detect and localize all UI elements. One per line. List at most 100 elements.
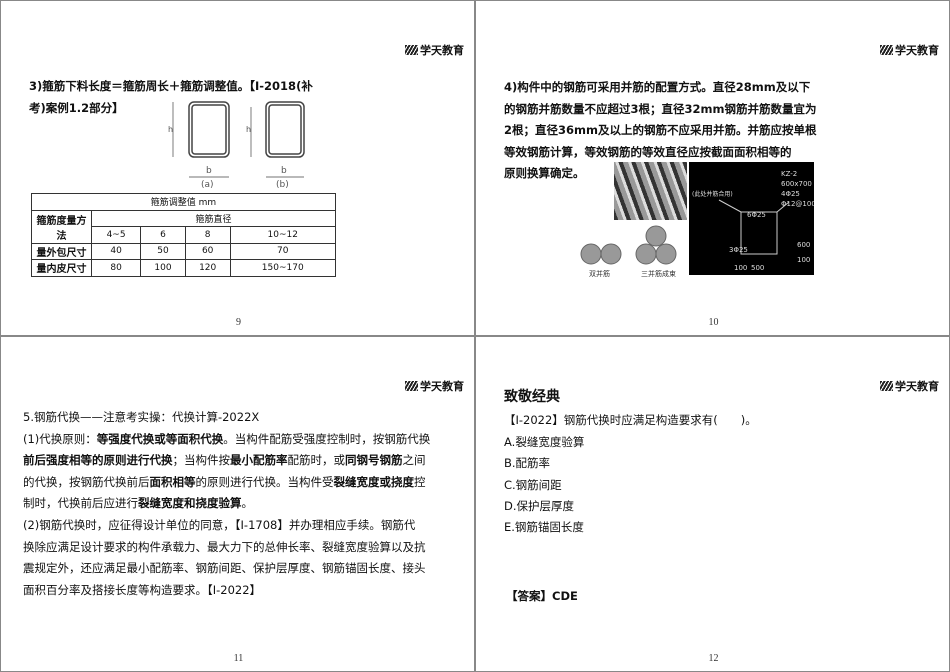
- text-segment: 换除应满足设计要求的构件承载力、最大力下的总伸长率、裂缝宽度验算以及抗: [23, 539, 426, 554]
- cell: 80: [90, 259, 142, 277]
- cell: 150~170: [229, 259, 337, 277]
- text-segment: (1)代换原则：: [23, 431, 97, 446]
- logo-mark-icon: [880, 45, 893, 55]
- text-segment: 的原则进行代换。当构件受: [195, 474, 334, 489]
- text-line: 原则换算确定。: [504, 166, 585, 180]
- dim-h: h: [246, 125, 251, 134]
- page-number: 12: [708, 653, 719, 664]
- text-line: 面积百分率及搭接长度等构造要求。【Ⅰ-2022】: [23, 580, 261, 602]
- col-header: 8: [184, 226, 231, 244]
- col-header: 4~5: [90, 226, 142, 244]
- logo-mark-icon: [880, 381, 893, 391]
- cad-label: 500: [751, 264, 764, 272]
- row-label: 量内皮尺寸: [31, 259, 92, 277]
- cell: 40: [90, 242, 142, 260]
- cell: 50: [140, 242, 186, 260]
- caption-b: (b): [276, 180, 289, 189]
- section-title: 致敬经典: [504, 389, 560, 405]
- text-segment: 控: [414, 474, 426, 489]
- text-segment: 面积相等: [149, 474, 196, 489]
- text-line: 的代换，按钢筋代换前后面积相等的原则进行代换。当构件受裂缝宽度或挠度控: [23, 472, 426, 494]
- logo-mark-icon: [405, 45, 418, 55]
- text-segment: 裂缝宽度或挠度: [333, 474, 415, 489]
- text-segment: 之间: [402, 453, 426, 468]
- column-section-drawing: KZ-2600x7004Φ25Φ12@100(此处并筋合用)6Φ253Φ2510…: [689, 162, 814, 275]
- caption-a: (a): [201, 180, 214, 189]
- cad-label: 4Φ25: [781, 190, 800, 198]
- text-segment: 。当构件配筋受强度控制时，按钢筋代换: [223, 431, 431, 446]
- logo: 学天教育: [880, 378, 939, 394]
- cad-label: 600: [797, 241, 810, 249]
- text-line: (2)钢筋代换时，应征得设计单位的同意，【Ⅰ-1708】并办理相应手续。钢筋代: [23, 515, 415, 537]
- cell: 70: [229, 242, 337, 260]
- text-segment: 面积百分率及搭接长度等构造要求。【Ⅰ-2022】: [23, 582, 262, 597]
- option-e: E.钢筋锚固长度: [504, 520, 584, 534]
- logo-text: 学天教育: [895, 44, 939, 57]
- cell: 60: [184, 242, 231, 260]
- col-header: 箍筋直径: [91, 209, 336, 227]
- bundled-bars-diagram: 双并筋 三并筋成束: [580, 225, 677, 278]
- rebar-photo: [614, 162, 687, 220]
- text-segment: 。: [241, 496, 254, 511]
- text-segment: 同钢号钢筋: [345, 453, 403, 468]
- cad-label: 6Φ25: [747, 211, 766, 219]
- cell: 120: [184, 259, 231, 277]
- text-line: (1)代换原则：等强度代换或等面积代换。当构件配筋受强度控制时，按钢筋代换: [23, 429, 430, 451]
- slide-12: 学天教育 致敬经典 【Ⅰ-2022】钢筋代换时应满足构造要求有( )。 A.裂缝…: [475, 336, 950, 672]
- text-segment: 震规定外，还应满足最小配筋率、钢筋间距、保护层厚度、钢筋锚固长度、接头: [23, 561, 426, 576]
- cell: 100: [140, 259, 186, 277]
- text-line: 换除应满足设计要求的构件承载力、最大力下的总伸长率、裂缝宽度验算以及抗: [23, 537, 426, 559]
- question: 【Ⅰ-2022】钢筋代换时应满足构造要求有( )。: [504, 413, 757, 427]
- text-line: 震规定外，还应满足最小配筋率、钢筋间距、保护层厚度、钢筋锚固长度、接头: [23, 558, 426, 580]
- text-segment: 裂缝宽度和挠度验算: [138, 496, 242, 511]
- col-header: 箍筋度量方法: [31, 209, 92, 244]
- cad-label: (此处并筋合用): [692, 190, 733, 198]
- page-number: 10: [708, 317, 719, 328]
- logo-text: 学天教育: [895, 380, 939, 393]
- text-line: 3)箍筋下料长度＝箍筋周长＋箍筋调整值。【Ⅰ-2018(补: [29, 79, 313, 93]
- table-title: 箍筋调整值 mm: [31, 193, 336, 211]
- text-line: 2根；直径36mm及以上的钢筋不应采用并筋。并筋应按单根: [504, 123, 817, 137]
- page-number: 11: [233, 653, 244, 664]
- text-segment: 制时，代换前后应进行: [23, 496, 138, 511]
- option-c: C.钢筋间距: [504, 478, 562, 492]
- logo: 学天教育: [405, 42, 464, 58]
- text-segment: 5.钢筋代换——注意考实操：代换计算-2022X: [23, 410, 260, 424]
- caption-triple: 三并筋成束: [641, 269, 676, 278]
- text-line: 5.钢筋代换——注意考实操：代换计算-2022X: [23, 407, 259, 429]
- answer: 【答案】CDE: [506, 589, 578, 603]
- stirrup-diagram: h h b b (a) (b): [168, 101, 305, 189]
- text-segment: 配筋时，或: [287, 453, 346, 468]
- cad-label: 600x700: [781, 180, 812, 188]
- text-line: 的钢筋并筋数量不应超过3根；直径32mm钢筋并筋数量宜为: [504, 101, 817, 116]
- slide-10: 学天教育 4)构件中的钢筋可采用并筋的配置方式。直径28mm及以下的钢筋并筋数量…: [475, 0, 950, 336]
- option-a: A.裂缝宽度验算: [504, 435, 585, 449]
- col-header: 6: [140, 226, 186, 244]
- cad-label: KZ-2: [781, 170, 797, 178]
- dim-b: b: [281, 166, 287, 176]
- option-d: D.保护层厚度: [504, 499, 575, 513]
- logo-text: 学天教育: [420, 44, 464, 57]
- option-b: B.配筋率: [504, 456, 551, 470]
- cad-label: 3Φ25: [729, 246, 748, 254]
- caption-double: 双并筋: [589, 269, 610, 278]
- text-line: 4)构件中的钢筋可采用并筋的配置方式。直径28mm及以下: [504, 80, 811, 94]
- text-segment: 等强度代换或等面积代换: [96, 431, 224, 446]
- text-segment: ；当构件按: [172, 453, 231, 468]
- slide-9: 学天教育 3)箍筋下料长度＝箍筋周长＋箍筋调整值。【Ⅰ-2018(补 考)案例1…: [0, 0, 475, 336]
- col-header: 10~12: [229, 226, 337, 244]
- text-segment: 的代换，按钢筋代换前后: [23, 474, 150, 489]
- cad-label: Φ12@100: [781, 200, 814, 208]
- page-number: 9: [236, 317, 241, 328]
- text-line: 考)案例1.2部分】: [29, 101, 124, 115]
- dim-h: h: [168, 125, 173, 134]
- row-label: 量外包尺寸: [31, 242, 92, 260]
- text-segment: (2)钢筋代换时，应征得设计单位的同意，【Ⅰ-1708】并办理相应手续。钢筋代: [23, 518, 416, 532]
- text-line: 等效钢筋计算，等效钢筋的等效直径应按截面面积相等的: [504, 144, 792, 159]
- logo-mark-icon: [405, 381, 418, 391]
- logo: 学天教育: [405, 378, 464, 394]
- text-line: 制时，代换前后应进行裂缝宽度和挠度验算。: [23, 493, 253, 515]
